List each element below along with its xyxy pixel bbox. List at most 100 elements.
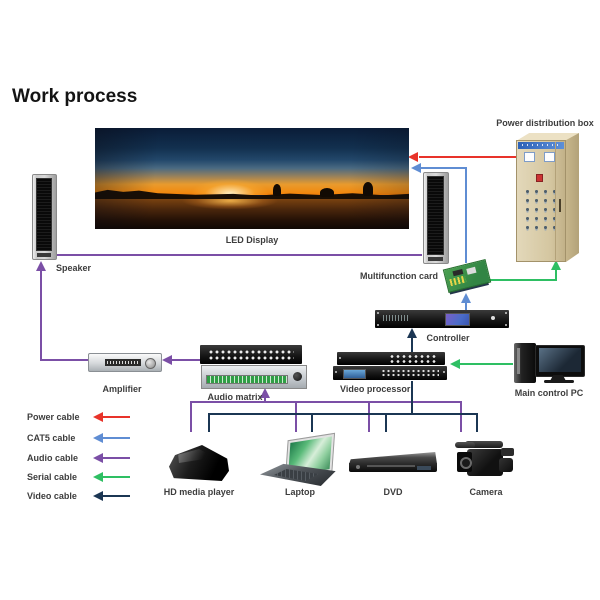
legend-line-power — [103, 416, 130, 418]
cable-video-drop-camera — [476, 414, 478, 432]
card-chip — [466, 266, 477, 275]
card-pins — [449, 275, 467, 287]
power-distribution-box — [516, 140, 566, 262]
legend-arrow-audio — [93, 453, 103, 463]
pc-base — [544, 380, 574, 383]
dvd-button — [356, 465, 360, 469]
led-image-tree — [363, 182, 373, 196]
cable-audio-matrix-to-amp — [172, 359, 200, 361]
cable-video-bus — [208, 413, 478, 415]
arrowhead-cat5-to-card — [461, 293, 471, 303]
speaker-foot — [428, 257, 443, 261]
camera-body — [467, 449, 503, 476]
led-display-label: LED Display — [225, 235, 279, 245]
legend-label-serial: Serial cable — [27, 472, 78, 482]
legend-line-audio — [103, 457, 130, 459]
vp-screen — [343, 369, 366, 379]
controller-label: Controller — [426, 333, 470, 343]
laptop — [260, 432, 338, 487]
multifunction-card-label: Multifunction card — [360, 271, 438, 281]
led-image-sunglow — [95, 158, 409, 195]
vp-buttons — [381, 369, 439, 378]
arrowhead-cat5-to-led — [411, 163, 421, 173]
power-box-handle — [559, 199, 561, 212]
controller-screen — [445, 313, 470, 326]
legend-arrow-serial — [93, 472, 103, 482]
multifunction-card — [442, 259, 492, 295]
cable-video-drop-hdmp — [208, 414, 210, 432]
cable-cat5-card-to-led-h — [421, 167, 467, 169]
cable-audio-drop-laptop — [295, 402, 297, 432]
video-processor-unit-top — [337, 352, 445, 365]
amplifier-display — [105, 359, 141, 366]
power-box-header — [518, 142, 564, 149]
cable-power-box-to-led — [419, 156, 517, 158]
cable-video-vp-to-controller — [411, 337, 413, 353]
controller-light — [491, 316, 495, 320]
dvd-player — [349, 452, 437, 479]
arrowhead-serial-to-box — [551, 260, 561, 270]
camera-grip — [499, 458, 513, 472]
cable-video-bus-to-vp — [411, 381, 413, 414]
speaker-right — [423, 172, 449, 264]
audio-matrix-label: Audio matrix — [207, 392, 263, 402]
speaker-grille — [36, 178, 52, 251]
legend-arrow-power — [93, 412, 103, 422]
laptop-label: Laptop — [285, 487, 315, 497]
cable-serial-card-to-box-h — [488, 279, 557, 281]
cable-audio-drop-camera — [460, 402, 462, 432]
power-box-meter — [524, 152, 535, 162]
cable-serial-card-to-box-v — [555, 269, 557, 281]
amplifier — [88, 353, 162, 372]
cable-audio-drop-hdmp — [190, 402, 192, 432]
speaker-left — [32, 174, 57, 260]
cable-cat5-controller-to-card — [465, 302, 467, 311]
audio-matrix — [201, 365, 307, 389]
cable-audio-amp-corner-v — [40, 271, 42, 361]
vp-connectors — [389, 354, 437, 363]
legend-arrow-cat5 — [93, 433, 103, 443]
amplifier-knob — [145, 358, 156, 369]
cable-audio-amp-corner-h — [41, 359, 88, 361]
camera-mic — [455, 442, 475, 448]
led-image-water-reflection — [95, 198, 409, 229]
camera — [455, 436, 515, 486]
speaker-grille — [427, 176, 444, 255]
led-image-tree — [273, 184, 281, 196]
power-box-meter — [544, 152, 555, 162]
cable-serial-pc-to-vp — [460, 363, 513, 365]
led-display — [95, 128, 409, 229]
legend-line-serial — [103, 476, 130, 478]
arrowhead-audio-to-matrix — [260, 388, 270, 398]
camera-lens — [457, 452, 472, 472]
led-image-vignette — [95, 128, 409, 229]
dvd-front — [349, 463, 437, 472]
dvd-label: DVD — [383, 487, 403, 497]
controller-logo — [383, 315, 409, 321]
cable-audio-up-to-matrix — [264, 397, 266, 403]
main-control-pc-label: Main control PC — [514, 388, 584, 398]
power-box-label: Power distribution box — [496, 118, 594, 128]
led-image-tree — [320, 188, 334, 197]
dvd-slot — [367, 465, 415, 467]
legend-label-power: Power cable — [27, 412, 80, 422]
dvd-display — [417, 466, 431, 470]
legend-line-cat5 — [103, 437, 130, 439]
cable-video-drop-laptop — [311, 414, 313, 432]
power-box-top — [516, 133, 579, 141]
arrowhead-serial-to-vp — [450, 359, 460, 369]
legend-arrow-video — [93, 491, 103, 501]
legend-line-video — [103, 495, 130, 497]
pc-stand — [550, 375, 566, 381]
power-box-breakers — [523, 187, 559, 231]
legend-label-audio: Audio cable — [27, 453, 79, 463]
pc-monitor — [535, 345, 585, 377]
card-board — [442, 259, 492, 293]
camera-viewfinder — [501, 448, 514, 456]
hd-media-player-label: HD media player — [163, 487, 235, 497]
cable-audio-speaker-link — [50, 254, 422, 256]
legend-label-cat5: CAT5 cable — [27, 433, 76, 443]
matrix-knob — [293, 372, 302, 381]
video-processor — [333, 366, 447, 380]
legend-label-video: Video cable — [27, 491, 77, 501]
